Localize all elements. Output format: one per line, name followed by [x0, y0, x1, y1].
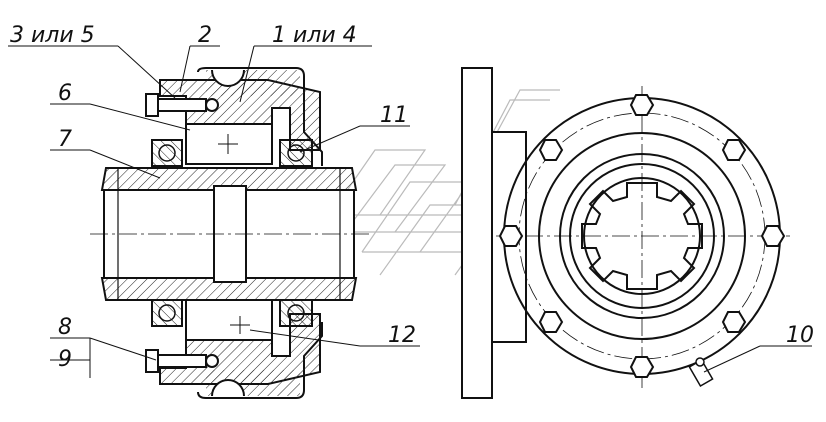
upper-housing-outline: [197, 67, 323, 166]
callout-9: 9: [58, 347, 72, 372]
callout-3-or-5: 3 или 5: [10, 23, 95, 48]
front-view: [496, 86, 790, 388]
bolt-head: [498, 94, 786, 378]
upper-cap: [159, 79, 321, 151]
callout-6: 6: [58, 81, 72, 106]
callout-8: 8: [58, 315, 72, 340]
callout-1-or-4: 1 или 4: [272, 23, 357, 48]
lower-housing-outline: [197, 322, 323, 399]
callout-2: 2: [198, 23, 212, 48]
callout-12: 12: [388, 323, 416, 348]
callout-7: 7: [58, 127, 72, 152]
lower-left-seal: [151, 299, 183, 327]
grease-fitting: [688, 357, 714, 388]
spline-bore: [581, 182, 703, 290]
section-view: [90, 67, 370, 399]
upper-bolt: [145, 93, 219, 117]
callout-11: 11: [380, 103, 408, 128]
lower-right-seal: [279, 299, 313, 327]
lower-bolt: [145, 349, 219, 373]
upper-left-seal: [151, 139, 183, 167]
leader-lines: [8, 45, 812, 378]
callout-10: 10: [786, 323, 814, 348]
sleeve-upper-wall: [100, 167, 358, 191]
lower-bearing: [185, 299, 273, 341]
upper-right-seal: [279, 139, 313, 167]
